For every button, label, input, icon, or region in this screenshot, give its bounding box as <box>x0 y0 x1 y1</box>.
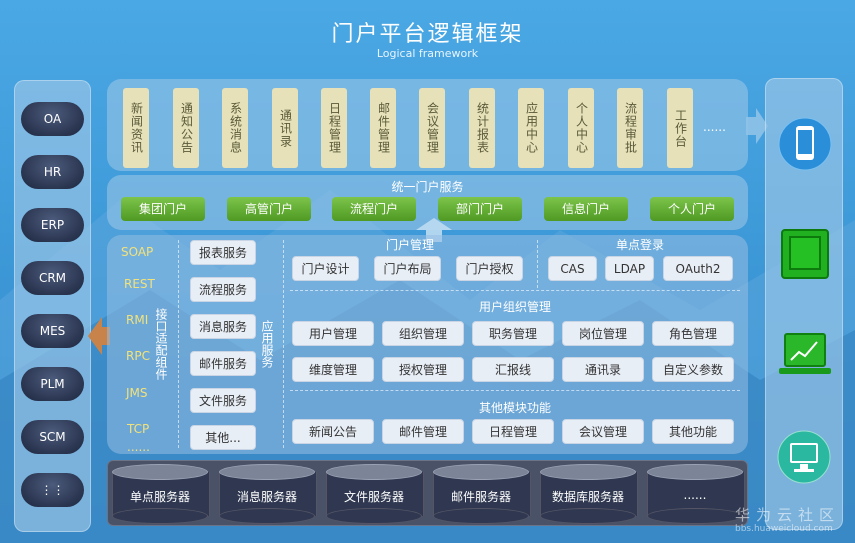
user-org-button: 岗位管理 <box>562 321 644 346</box>
server-cylinder: 邮件服务器 <box>433 464 531 524</box>
desktop-monitor-icon <box>777 430 831 484</box>
right-arrow-icon <box>746 108 768 144</box>
user-org-title: 用户组织管理 <box>478 300 551 314</box>
laptop-chart-icon <box>779 333 831 374</box>
app-card: 日程管理 <box>321 88 347 168</box>
user-org-button: 用户管理 <box>292 321 374 346</box>
app-service-button: 其他... <box>190 425 256 450</box>
system-oa: OA <box>21 102 84 136</box>
other-module-button: 会议管理 <box>562 419 644 444</box>
user-org-button: 通讯录 <box>562 357 644 382</box>
server-cylinder: 单点服务器 <box>112 464 210 524</box>
other-module-button: 日程管理 <box>472 419 554 444</box>
system-hr: HR <box>21 155 84 189</box>
app-card: 统计报表 <box>469 88 495 168</box>
portal-button: 高管门户 <box>227 197 311 221</box>
page-title: 门户平台逻辑框架 <box>331 22 524 47</box>
server-cylinder: ...... <box>647 464 745 524</box>
external-systems-panel <box>14 80 91 532</box>
server-cylinder: 消息服务器 <box>219 464 317 524</box>
app-card: 通讯录 <box>272 88 298 168</box>
system-plm: PLM <box>21 367 84 401</box>
portal-button: 部门门户 <box>438 197 522 221</box>
app-card: 应用中心 <box>518 88 544 168</box>
app-service-button: 消息服务 <box>190 314 256 339</box>
app-card: 系统消息 <box>222 88 248 168</box>
divider <box>290 390 740 391</box>
other-module-button: 其他功能 <box>652 419 734 444</box>
unified-portal-title: 统一门户服务 <box>391 180 464 194</box>
server-label: ...... <box>683 488 707 502</box>
up-arrow-icon <box>416 218 452 242</box>
user-org-button: 维度管理 <box>292 357 374 382</box>
sso-button: CAS <box>548 256 597 281</box>
user-org-button: 授权管理 <box>382 357 464 382</box>
portal-mgmt-button: 门户布局 <box>374 256 441 281</box>
protocol-label: TCP <box>127 422 150 436</box>
app-card: 个人中心 <box>568 88 594 168</box>
apps-more: ...... <box>703 120 726 134</box>
app-card: 流程审批 <box>617 88 643 168</box>
system-crm: CRM <box>21 261 84 295</box>
user-org-button: 职务管理 <box>472 321 554 346</box>
left-arrow-icon <box>88 317 110 355</box>
user-org-button: 自定义参数 <box>652 357 734 382</box>
app-card: 会议管理 <box>419 88 445 168</box>
protocol-label: RMI <box>126 313 149 327</box>
watermark: 华为云社区 <box>735 506 841 524</box>
app-service-button: 流程服务 <box>190 277 256 302</box>
app-service-button: 报表服务 <box>190 240 256 265</box>
app-card: 工作台 <box>667 88 693 168</box>
divider <box>290 290 740 291</box>
protocol-label: RPC <box>126 349 150 363</box>
portal-button: 流程门户 <box>332 197 416 221</box>
user-org-button: 汇报线 <box>472 357 554 382</box>
system-scm: SCM <box>21 420 84 454</box>
portal-mgmt-button: 门户设计 <box>292 256 359 281</box>
user-org-button: 组织管理 <box>382 321 464 346</box>
server-label: 邮件服务器 <box>450 490 511 504</box>
protocol-label: SOAP <box>121 245 154 259</box>
other-module-button: 新闻公告 <box>292 419 374 444</box>
tablet-icon <box>781 229 829 279</box>
sso-button: LDAP <box>605 256 654 281</box>
portal-button: 集团门户 <box>121 197 205 221</box>
server-layer <box>107 460 748 526</box>
adapter-label: 接口适配组件 <box>154 308 168 380</box>
system-mes: MES <box>21 314 84 348</box>
other-modules-title: 其他模块功能 <box>478 401 551 415</box>
divider <box>537 240 538 288</box>
divider <box>283 240 284 448</box>
watermark-url: bbs.huaweicloud.com <box>735 524 833 534</box>
portal-mgmt-button: 门户授权 <box>456 256 523 281</box>
app-service-button: 文件服务 <box>190 388 256 413</box>
server-label: 消息服务器 <box>236 490 297 504</box>
portal-button: 信息门户 <box>544 197 628 221</box>
app-card: 邮件管理 <box>370 88 396 168</box>
app-service-button: 邮件服务 <box>190 351 256 376</box>
app-card: 新闻资讯 <box>123 88 149 168</box>
user-org-button: 角色管理 <box>652 321 734 346</box>
system-erp: ERP <box>21 208 84 242</box>
portal-mgmt-title: 门户管理 <box>385 238 434 252</box>
server-cylinder: 数据库服务器 <box>540 464 638 524</box>
server-label: 数据库服务器 <box>551 490 624 504</box>
unified-portal-panel <box>107 175 748 230</box>
portal-button: 个人门户 <box>650 197 734 221</box>
app-card: 通知公告 <box>173 88 199 168</box>
app-services-label: 应用服务 <box>260 320 274 368</box>
server-cylinder: 文件服务器 <box>326 464 424 524</box>
sso-title: 单点登录 <box>615 238 664 252</box>
protocol-label: JMS <box>126 386 148 400</box>
protocol-label: ...... <box>127 440 150 454</box>
divider <box>178 240 179 448</box>
mobile-phone-icon <box>778 117 832 171</box>
sso-button: OAuth2 <box>663 256 733 281</box>
server-label: 单点服务器 <box>129 490 190 504</box>
page-subtitle: Logical framework <box>376 47 479 60</box>
other-module-button: 邮件管理 <box>382 419 464 444</box>
server-label: 文件服务器 <box>343 490 404 504</box>
system-more: ⋮⋮ <box>21 473 84 507</box>
protocol-label: REST <box>124 277 155 291</box>
